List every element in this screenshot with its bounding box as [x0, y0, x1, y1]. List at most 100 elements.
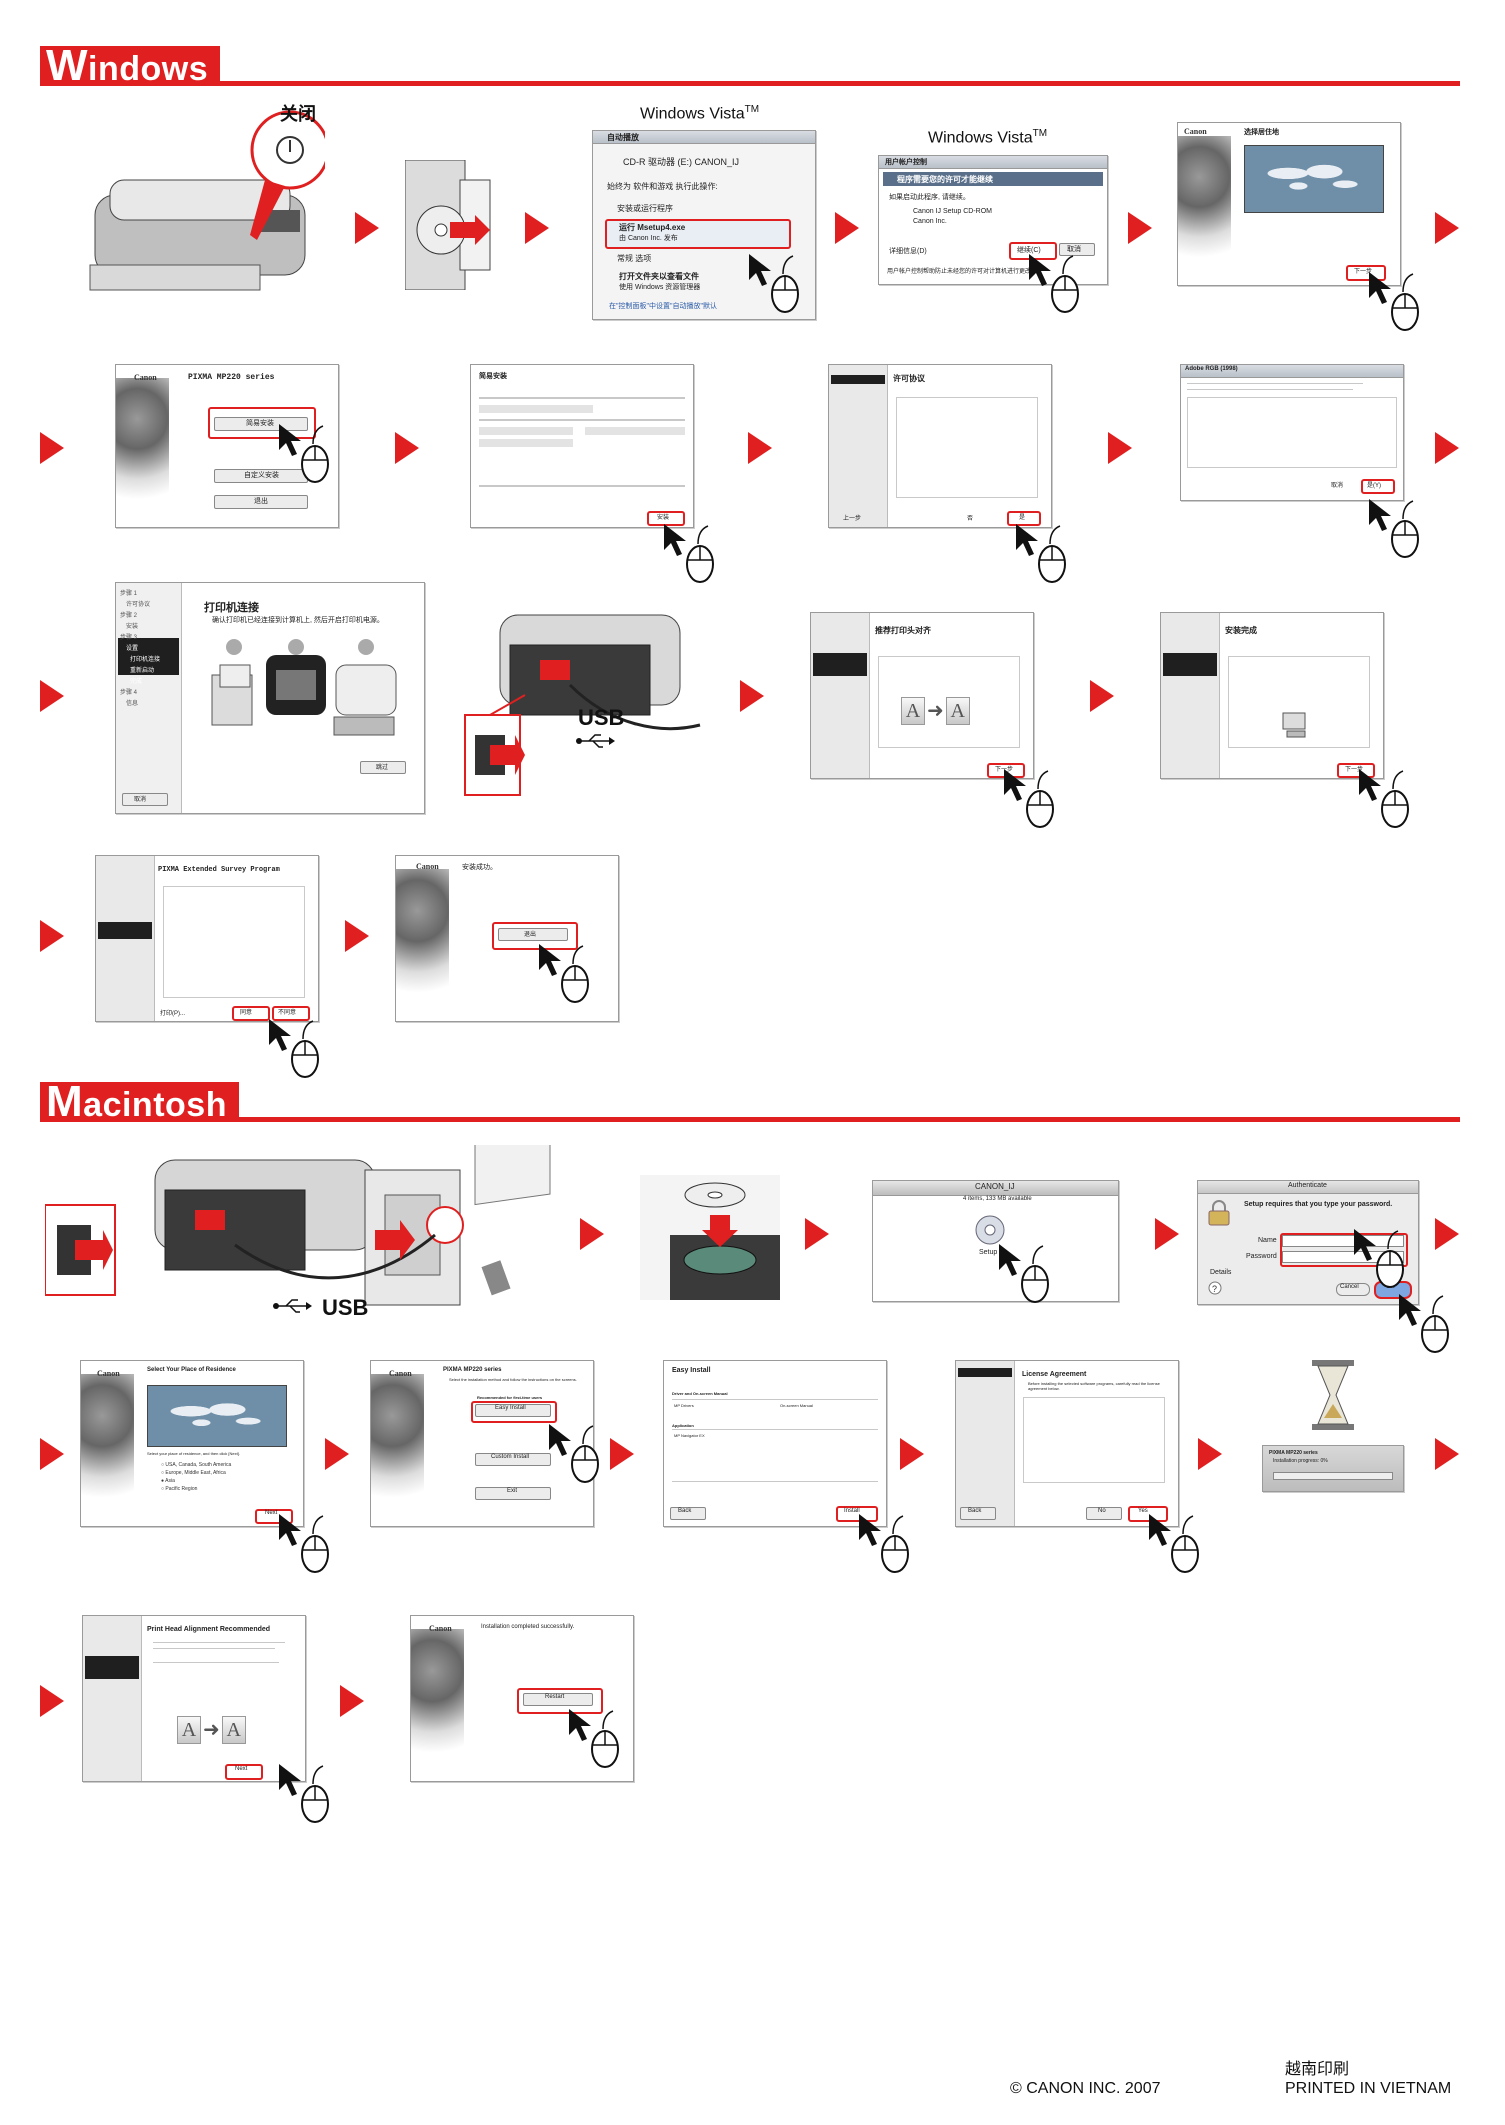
mac-finder-setup[interactable]: Setup [979, 1249, 998, 1256]
mac-license-title: License Agreement [1022, 1371, 1087, 1378]
win-license-yes-highlight[interactable] [1007, 511, 1041, 526]
win-menu-easy[interactable]: 简易安装 [246, 420, 274, 427]
mac-license-back-button[interactable] [960, 1507, 996, 1520]
win-menu-exit-button[interactable] [214, 495, 308, 509]
win-extended-disagree-highlight[interactable] [272, 1006, 310, 1021]
mac-menu-easy-button[interactable] [475, 1404, 551, 1417]
win-extended-agree-highlight[interactable] [232, 1006, 270, 1021]
win-complete-title: 安装完成 [1225, 626, 1257, 635]
mouse-click-icon [539, 944, 589, 1003]
mac-easy-navigator: MP Navigator EX [674, 1433, 705, 1438]
win-success-exit-highlight[interactable] [492, 922, 578, 950]
mac-license-yes[interactable]: Yes [1138, 1508, 1148, 1514]
mac-license-screen: License Agreement Before installing the … [955, 1360, 1179, 1527]
win-success-exit-button[interactable] [498, 928, 568, 941]
mac-auth-cancel[interactable]: Cancel [1340, 1284, 1359, 1290]
mouse-click-icon [664, 524, 714, 583]
mac-auth-cancel-button[interactable] [1336, 1283, 1370, 1296]
mac-alignment-next-highlight[interactable] [225, 1764, 263, 1780]
win-adobe-next-highlight[interactable] [1361, 479, 1395, 494]
win-extended-print[interactable]: 打印(P)... [160, 1011, 185, 1017]
win-printer-skip-button[interactable] [360, 761, 406, 774]
win-printer-steps: 步骤 1 许可协议 步骤 2 安装 步骤 3 设置 打印机连接 重新启动 完成 … [120, 591, 161, 707]
mouse-click-icon [999, 1244, 1049, 1303]
mac-easy-install[interactable]: Install [844, 1508, 860, 1514]
autoplay-publisher: 由 Canon Inc. 发布 [619, 235, 678, 242]
autoplay-run-highlight[interactable] [605, 219, 791, 249]
uac-continue[interactable]: 继续(C) [1017, 247, 1041, 254]
win-menu-easy-button[interactable] [214, 417, 308, 431]
mac-easy-manual: On-screen Manual [780, 1403, 813, 1408]
win-printer-skip[interactable]: 跳过 [376, 765, 389, 771]
win-license-yes[interactable]: 是 [1019, 515, 1026, 521]
autoplay-general: 常规 选项 [617, 254, 652, 263]
mac-residence-next[interactable]: Next [265, 1510, 278, 1516]
close-label: 关闭 [280, 104, 316, 124]
win-menu-exit[interactable]: 退出 [254, 498, 268, 505]
step-arrow [345, 920, 369, 952]
mac-auth-details[interactable]: Details [1210, 1269, 1232, 1276]
mac-license-no-button[interactable] [1086, 1507, 1122, 1520]
win-residence-next[interactable]: 下一步 [1354, 269, 1373, 275]
mac-residence-options[interactable]: ○ USA, Canada, South America ○ Europe, M… [161, 1462, 232, 1492]
mac-progress-bar [1273, 1472, 1393, 1480]
win-menu-custom[interactable]: 自定义安装 [244, 472, 279, 479]
mac-menu-exit-button[interactable] [475, 1487, 551, 1500]
mac-license-back[interactable]: Back [968, 1508, 982, 1514]
mac-auth-password-field[interactable] [1282, 1251, 1404, 1263]
autoplay-open: 打开文件夹以查看文件 [619, 272, 699, 281]
windows-section-header: Windows [40, 44, 1460, 88]
step-arrow [1155, 1218, 1179, 1250]
mac-residence-next-highlight[interactable] [255, 1509, 293, 1524]
mac-auth-title: Authenticate [1288, 1182, 1327, 1189]
mac-complete-restart-button[interactable] [523, 1693, 593, 1706]
win-easy-install-screen: 简易安装 安装 [470, 364, 694, 528]
mac-menu-exit[interactable]: Exit [507, 1488, 518, 1494]
mac-complete-restart-highlight[interactable] [517, 1688, 603, 1714]
win-easy-install[interactable]: 安装 [657, 515, 670, 521]
win-menu-easy-highlight[interactable] [208, 407, 316, 439]
mac-easy-back-button[interactable] [670, 1507, 706, 1520]
win-printer-cancel-button[interactable] [122, 793, 168, 806]
uac-cancel[interactable]: 取消 [1067, 246, 1081, 253]
mac-menu-custom[interactable]: Custom Install [491, 1454, 530, 1460]
autoplay-run[interactable]: 运行 Msetup4.exe [619, 223, 686, 232]
win-success-exit[interactable]: 退出 [524, 932, 537, 938]
question-icon[interactable]: ? [1208, 1281, 1222, 1295]
setup-icon[interactable] [973, 1213, 1007, 1247]
win-easy-install-highlight[interactable] [647, 511, 685, 526]
win-license-no[interactable]: 否 [967, 516, 974, 522]
step-arrow [1435, 432, 1459, 464]
mouse-click-icon [1359, 769, 1409, 828]
mac-alignment-next[interactable]: Next [235, 1766, 248, 1772]
step-arrow [1435, 1218, 1459, 1250]
win-adobe-next[interactable]: 是(Y) [1367, 483, 1381, 489]
world-map [147, 1385, 287, 1447]
win-extended-disagree[interactable]: 不同意 [278, 1010, 297, 1016]
uac-details[interactable]: 详细信息(D) [889, 248, 927, 255]
win-license-back[interactable]: 上一步 [843, 516, 862, 522]
step-arrow [40, 680, 64, 712]
alignment-aa-icon: A➜A [175, 1716, 248, 1744]
mac-easy-back[interactable]: Back [678, 1508, 692, 1514]
mac-menu-easy-highlight[interactable] [471, 1401, 557, 1423]
autoplay-dialog: 自动播放 CD-R 驱动器 (E:) CANON_IJ 始终为 软件和游戏 执行… [592, 130, 816, 320]
mac-easy-install-highlight[interactable] [836, 1506, 878, 1522]
mac-auth-name-field[interactable] [1282, 1235, 1404, 1247]
uac-cancel-button[interactable] [1059, 243, 1095, 256]
step-arrow [395, 432, 419, 464]
win-residence-next-highlight[interactable] [1346, 265, 1386, 281]
win-complete-next-highlight[interactable] [1337, 763, 1375, 778]
mac-license-yes-highlight[interactable] [1128, 1506, 1168, 1522]
world-map [1244, 145, 1384, 213]
win-adobe-cancel[interactable]: 取消 [1331, 483, 1344, 489]
win-complete-next[interactable]: 下一步 [1345, 767, 1364, 773]
mac-menu-custom-button[interactable] [475, 1453, 551, 1466]
mac-license-no[interactable]: No [1098, 1508, 1106, 1514]
mac-menu-easy[interactable]: Easy Install [495, 1405, 526, 1411]
win-printer-cancel[interactable]: 取消 [134, 797, 147, 803]
usb-icon [576, 734, 615, 748]
win-success-brand: Canon [416, 862, 439, 871]
mac-complete-restart[interactable]: Restart [545, 1694, 565, 1700]
win-extended-agree[interactable]: 同意 [240, 1010, 253, 1016]
